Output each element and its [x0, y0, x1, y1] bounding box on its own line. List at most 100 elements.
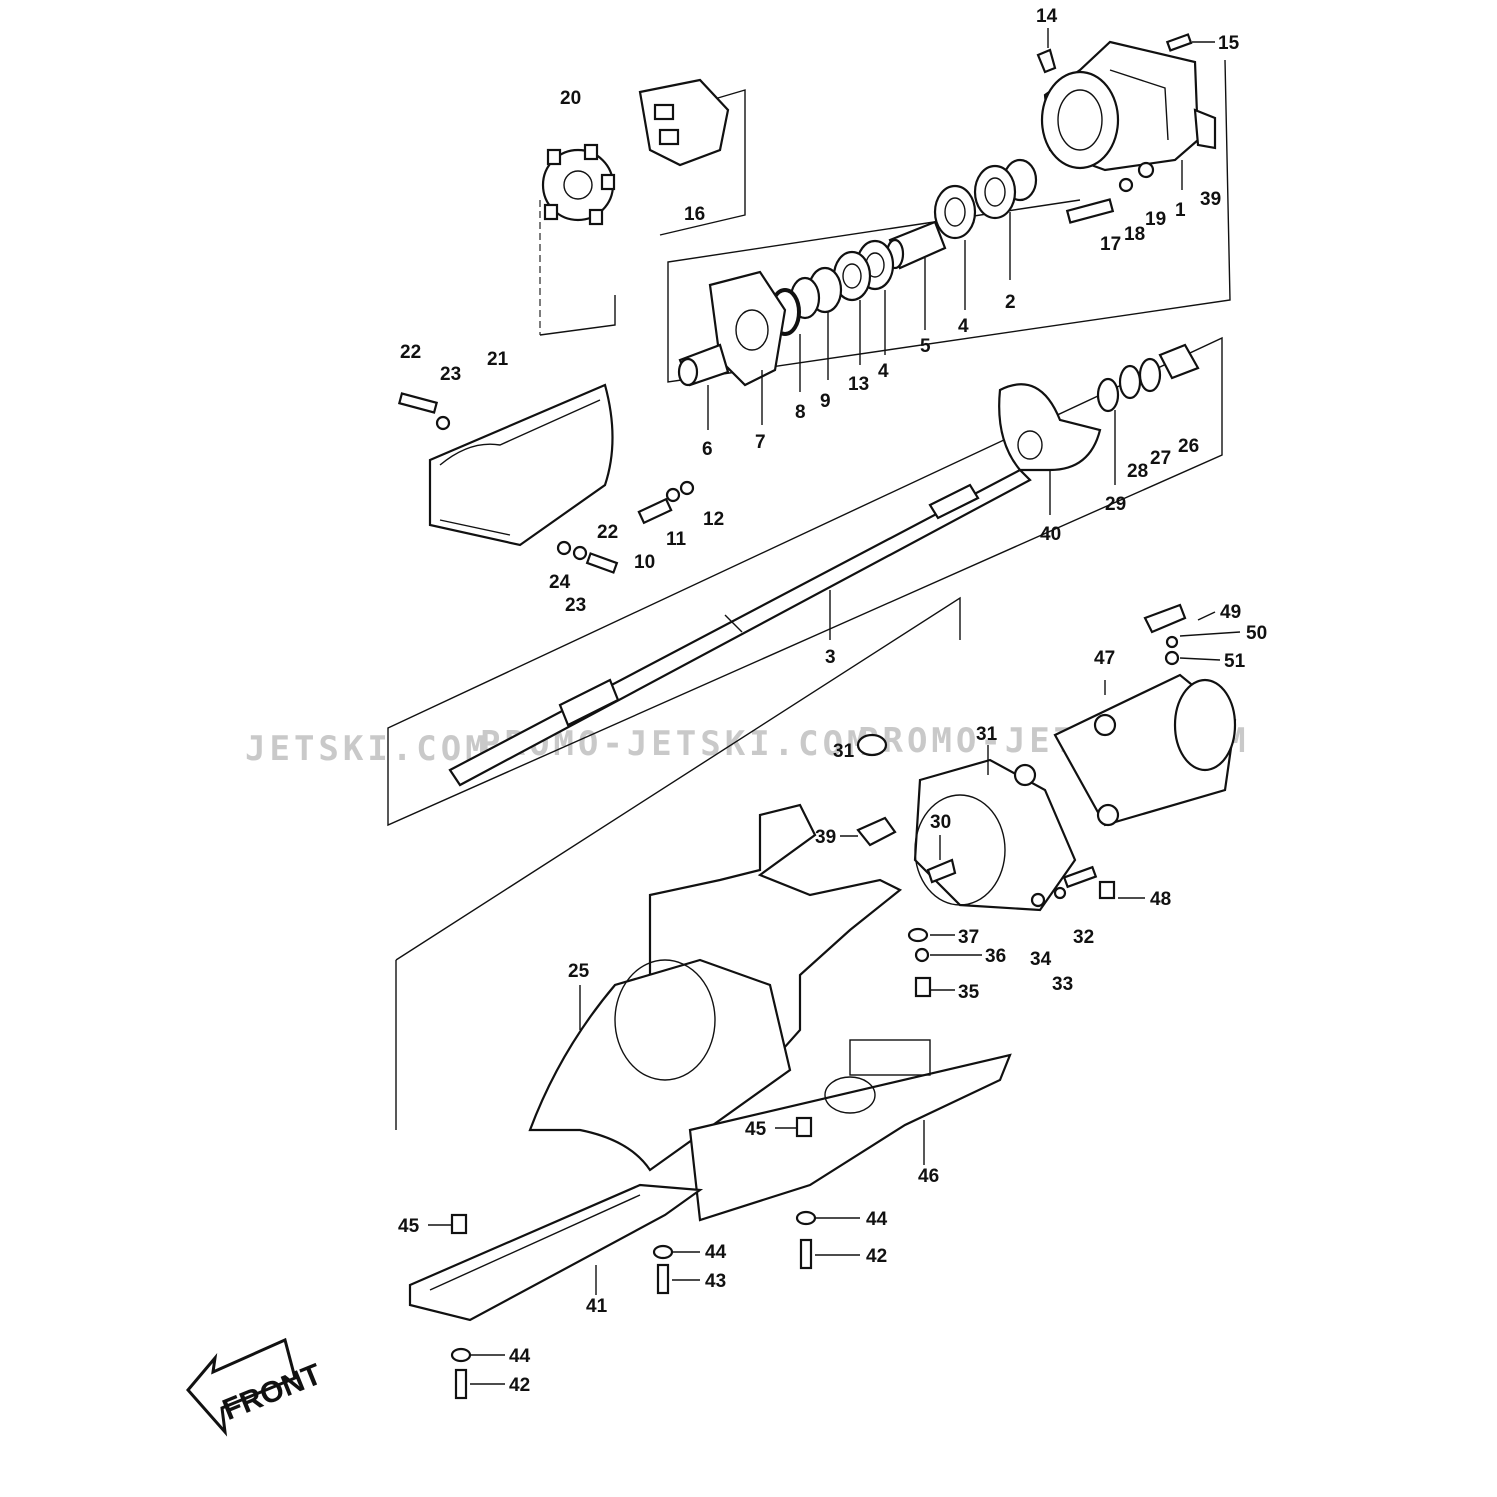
- stud-45-left: [450, 1213, 468, 1235]
- callout-46: 46: [918, 1166, 939, 1187]
- callout-18: 18: [1124, 224, 1145, 245]
- callout-33: 33: [1052, 974, 1073, 995]
- callout-24: 24: [549, 572, 571, 593]
- cap-31: [856, 733, 888, 757]
- callout-4-a: 4: [958, 316, 969, 337]
- cover-21: [428, 383, 614, 547]
- callout-14: 14: [1036, 6, 1058, 27]
- callout-31-a: 31: [976, 724, 998, 745]
- bolt-22-top: [397, 392, 451, 431]
- pump-group-frame-top: [395, 596, 961, 961]
- bolts-35-37: [907, 927, 932, 998]
- callout-3: 3: [825, 647, 836, 668]
- callout-16: 16: [684, 204, 705, 225]
- ring-29: [1096, 377, 1120, 413]
- callout-30: 30: [930, 812, 951, 833]
- callout-2: 2: [1005, 292, 1016, 313]
- spacer-27-28: [1118, 357, 1162, 400]
- callout-4-b: 4: [878, 361, 889, 382]
- impeller-40: [998, 383, 1102, 472]
- callout-5: 5: [920, 336, 931, 357]
- bushing-5: [885, 220, 947, 270]
- bolt-43: [656, 1263, 670, 1295]
- callout-23-b: 23: [565, 595, 586, 616]
- bolts-32-34: [1030, 865, 1098, 908]
- callout-48: 48: [1150, 889, 1171, 910]
- callout-34: 34: [1030, 949, 1052, 970]
- callout-10: 10: [634, 552, 655, 573]
- callout-39-a: 39: [1200, 189, 1221, 210]
- callout-45-b: 45: [398, 1216, 420, 1237]
- callout-17: 17: [1100, 234, 1121, 255]
- drive-shaft-3: [448, 468, 1032, 787]
- plate-39: [856, 816, 897, 847]
- callout-44-a: 44: [866, 1209, 888, 1230]
- bolt-10: [637, 480, 695, 525]
- callout-23-a: 23: [440, 364, 461, 385]
- callout-25: 25: [568, 961, 590, 982]
- callout-27: 27: [1150, 448, 1171, 469]
- washer-44-a: [795, 1210, 817, 1226]
- grease-nipple-14: [1036, 48, 1057, 74]
- callout-labels: 1 2 3 4 4 5 6 7 8 9 10 11 12 13 14 15 16…: [398, 6, 1267, 1396]
- callout-35: 35: [958, 982, 980, 1003]
- callout-31-b: 31: [833, 741, 855, 762]
- callout-42-a: 42: [866, 1246, 887, 1267]
- bearing-holder-6-7: [677, 270, 787, 387]
- callout-42-b: 42: [509, 1375, 530, 1396]
- callout-21: 21: [487, 349, 509, 370]
- callout-40: 40: [1040, 524, 1061, 545]
- washer-44-b: [652, 1244, 674, 1260]
- callout-12: 12: [703, 509, 724, 530]
- bearing-4-upper: [933, 184, 977, 240]
- coupling-16: [638, 78, 730, 167]
- callout-44-b: 44: [705, 1242, 727, 1263]
- callout-51: 51: [1224, 651, 1246, 672]
- bearing-housing: [1040, 40, 1217, 172]
- callout-50: 50: [1246, 623, 1267, 644]
- callout-8: 8: [795, 402, 806, 423]
- bolt-22-bottom: [556, 540, 619, 574]
- pump-base-25: [528, 803, 903, 1172]
- bolt-42-a: [799, 1238, 813, 1270]
- bolt-42-b: [454, 1368, 468, 1400]
- callout-6: 6: [702, 439, 713, 460]
- callout-20: 20: [560, 88, 581, 109]
- bearing-group-frame: [667, 59, 1231, 383]
- leader-lines: [428, 28, 1241, 1385]
- damper-20: [541, 143, 616, 226]
- stud-45-right: [795, 1116, 813, 1138]
- callout-15: 15: [1218, 33, 1240, 54]
- callout-36: 36: [985, 946, 1006, 967]
- callout-7: 7: [755, 432, 766, 453]
- callout-28: 28: [1127, 461, 1148, 482]
- callout-29: 29: [1105, 494, 1126, 515]
- callout-44-c: 44: [509, 1346, 531, 1367]
- callout-9: 9: [820, 391, 831, 412]
- callout-13: 13: [848, 374, 869, 395]
- group-frames: [387, 59, 1231, 1130]
- callout-32: 32: [1073, 927, 1094, 948]
- callout-11: 11: [666, 529, 687, 550]
- callout-39-b: 39: [815, 827, 836, 848]
- fitting-30: [926, 858, 957, 884]
- plate-41: [408, 1183, 704, 1322]
- callout-37: 37: [958, 927, 979, 948]
- fitting-49-51: [1143, 603, 1187, 666]
- bearing-2: [973, 158, 1038, 220]
- washer-44-c: [450, 1347, 472, 1363]
- shaft-group-frame: [387, 336, 1223, 827]
- callout-19: 19: [1145, 209, 1166, 230]
- callout-26: 26: [1178, 436, 1199, 457]
- plate-46: [688, 1039, 1012, 1222]
- coupling-link-frame: [539, 295, 616, 336]
- callout-43: 43: [705, 1271, 726, 1292]
- callout-22-b: 22: [597, 522, 618, 543]
- callout-41: 41: [586, 1296, 608, 1317]
- callout-47: 47: [1094, 648, 1115, 669]
- nozzle-47: [1053, 673, 1237, 827]
- callout-22-a: 22: [400, 342, 421, 363]
- callout-45-a: 45: [745, 1119, 767, 1140]
